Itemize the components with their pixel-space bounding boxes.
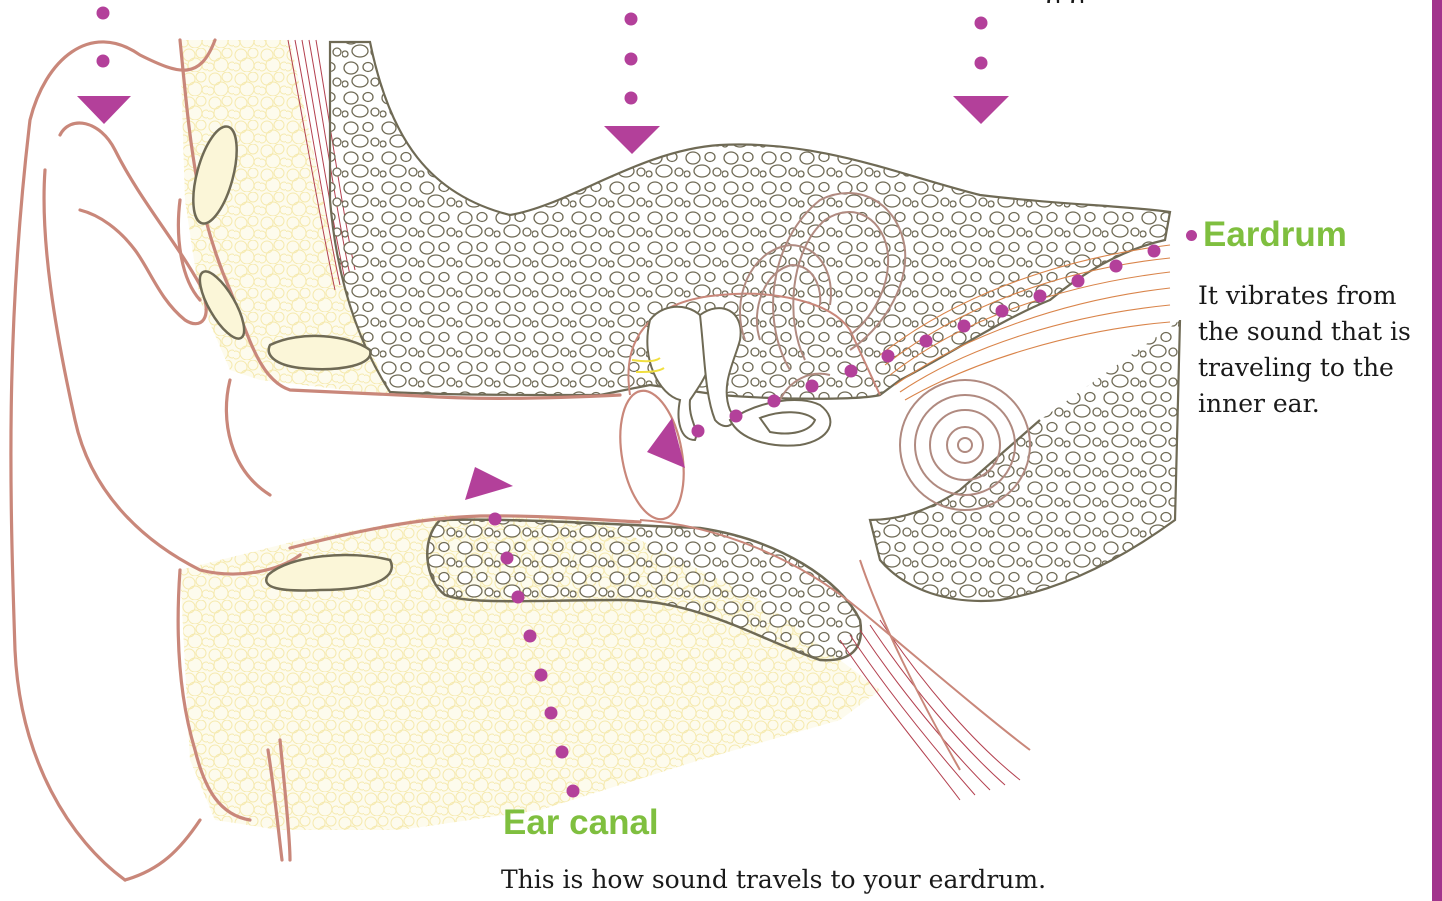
eardrum-label-title: Eardrum xyxy=(1203,217,1347,252)
arrow-down-middle xyxy=(604,126,660,154)
ear-canal-label-description: This is how sound travels to your eardru… xyxy=(501,862,1221,898)
temporal-bone-upper xyxy=(330,42,1170,399)
eardrum-label-dot xyxy=(1186,230,1197,241)
arrow-down-left xyxy=(77,96,131,124)
arrow-into-canal xyxy=(465,467,513,500)
muscle-lower xyxy=(840,620,1020,800)
right-accent-bar xyxy=(1432,0,1442,901)
ear-canal-label-title: Ear canal xyxy=(503,805,659,840)
eardrum-label-description: It vibrates from the sound that is trave… xyxy=(1198,278,1428,422)
arrow-down-right xyxy=(953,96,1009,124)
cropped-top-text: g g xyxy=(1046,0,1086,3)
